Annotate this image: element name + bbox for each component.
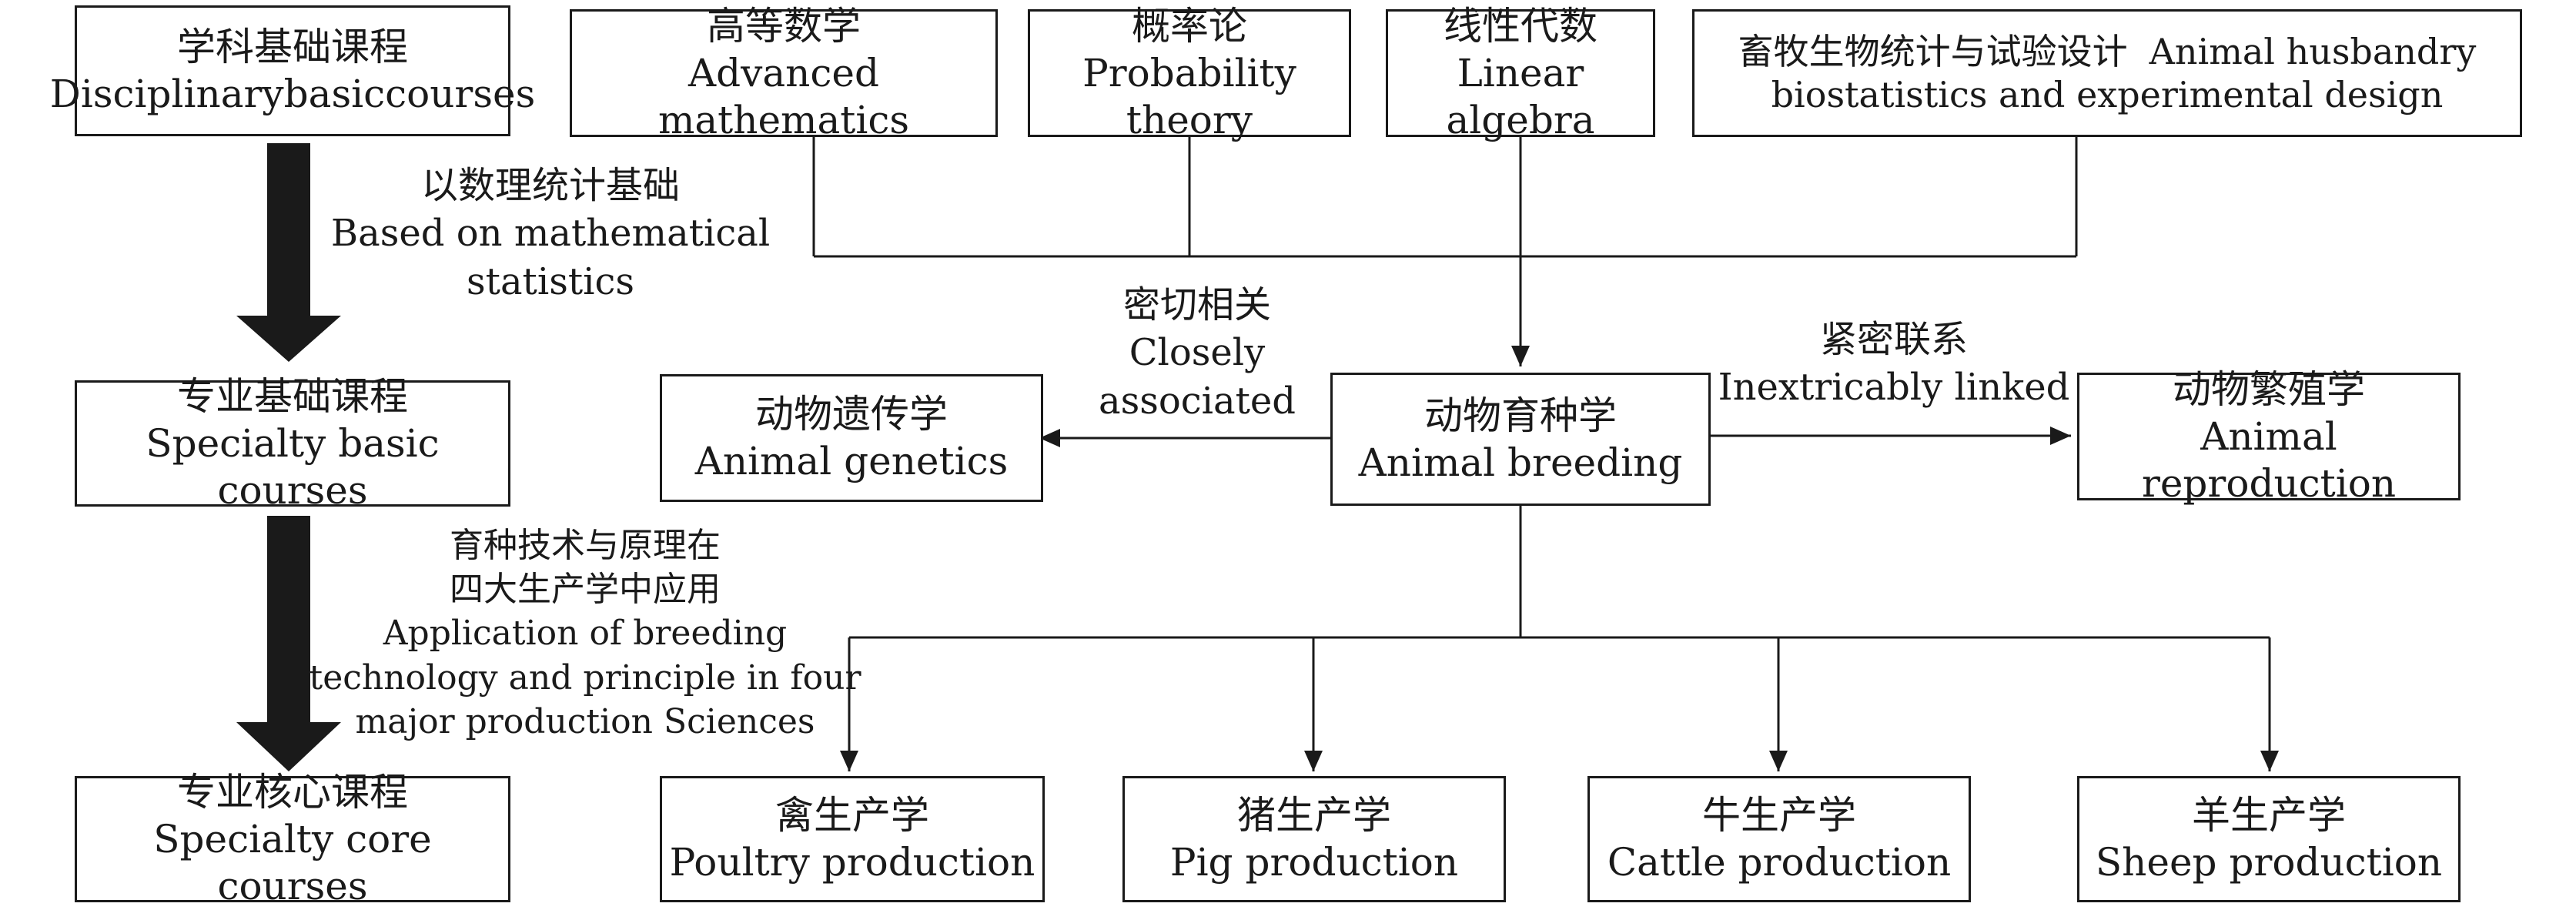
relation-en: Closely bbox=[1129, 331, 1266, 375]
level-en: Disciplinarybasiccourses bbox=[49, 72, 536, 116]
course-en: Animal husbandry bbox=[2149, 30, 2477, 72]
course-en: Cattle production bbox=[1607, 840, 1952, 885]
course-zh: 动物繁殖学 bbox=[2173, 366, 2365, 412]
course-en: Sheep production bbox=[2095, 840, 2443, 885]
course-sheep-production: 羊生产学 Sheep production bbox=[2077, 776, 2461, 902]
course-en: Advanced mathematics bbox=[657, 50, 910, 142]
level-zh: 学科基础课程 bbox=[177, 25, 408, 69]
course-zh: 动物遗传学 bbox=[755, 392, 948, 437]
course-animal-reproduction: 动物繁殖学 Animal reproduction bbox=[2077, 367, 2461, 506]
production-branch-lines bbox=[840, 506, 2279, 771]
course-zh: 线性代数 bbox=[1444, 3, 1597, 49]
course-advanced-mathematics: 高等数学 Advanced mathematics bbox=[570, 4, 998, 142]
relation-closely-associated: 密切相关 Closely associated bbox=[1070, 281, 1324, 425]
level-zh: 专业核心课程 bbox=[177, 769, 408, 815]
label-en: statistics bbox=[467, 259, 634, 303]
course-zh: 禽生产学 bbox=[775, 793, 929, 838]
course-en: Animal reproduction bbox=[2141, 413, 2397, 506]
course-title-line: 畜牧生物统计与试验设计 Animal husbandry bbox=[1738, 30, 2477, 73]
level-arrow-1-label: 以数理统计基础 Based on mathematical statistics bbox=[331, 162, 770, 306]
level-arrow-2-label: 育种技术与原理在 四大生产学中应用 Application of breedin… bbox=[309, 524, 861, 744]
course-zh: 羊生产学 bbox=[2192, 793, 2346, 838]
course-zh: 动物育种学 bbox=[1424, 393, 1617, 438]
level-specialty-basic: 专业基础课程 Specialty basic courses bbox=[75, 374, 510, 513]
level-en: Specialty core courses bbox=[153, 816, 432, 908]
label-zh: 以数理统计基础 bbox=[420, 164, 680, 207]
course-en: Pig production bbox=[1169, 840, 1459, 885]
course-poultry-production: 禽生产学 Poultry production bbox=[660, 776, 1045, 902]
course-en: Probability theory bbox=[1082, 50, 1296, 142]
course-biostatistics: 畜牧生物统计与试验设计 Animal husbandry biostatisti… bbox=[1692, 9, 2522, 137]
level-zh: 专业基础课程 bbox=[177, 373, 408, 419]
course-pig-production: 猪生产学 Pig production bbox=[1122, 776, 1506, 902]
course-zh: 概率论 bbox=[1132, 3, 1247, 49]
course-zh: 牛生产学 bbox=[1702, 793, 1856, 838]
course-cattle-production: 牛生产学 Cattle production bbox=[1587, 776, 1971, 902]
foundation-merge-lines bbox=[812, 137, 2078, 366]
relation-zh: 密切相关 bbox=[1122, 283, 1271, 326]
level-arrow-2 bbox=[236, 516, 341, 771]
level-arrow-1 bbox=[236, 143, 341, 362]
course-zh: 畜牧生物统计与试验设计 bbox=[1738, 30, 2128, 72]
label-en: technology and principle in four bbox=[309, 657, 861, 698]
course-zh: 猪生产学 bbox=[1237, 793, 1391, 838]
level-disciplinary-basic: 学科基础课程 Disciplinarybasiccourses bbox=[50, 5, 535, 136]
course-en-2: biostatistics and experimental design bbox=[1771, 74, 2444, 115]
course-linear-algebra: 线性代数 Linear algebra bbox=[1386, 4, 1655, 142]
label-en: major production Sciences bbox=[355, 701, 815, 741]
label-en: Based on mathematical bbox=[330, 212, 771, 256]
course-en: Animal genetics bbox=[694, 439, 1009, 483]
relation-en: Inextricably linked bbox=[1718, 366, 2070, 410]
course-animal-genetics: 动物遗传学 Animal genetics bbox=[660, 374, 1043, 502]
course-en: Animal breeding bbox=[1358, 440, 1683, 485]
label-zh: 育种技术与原理在 bbox=[450, 526, 721, 565]
label-en: Application of breeding bbox=[383, 614, 788, 654]
level-en: Specialty basic courses bbox=[146, 420, 440, 513]
relation-zh: 紧密联系 bbox=[1819, 318, 1968, 361]
relation-en: associated bbox=[1098, 379, 1296, 423]
course-en: Linear algebra bbox=[1446, 50, 1595, 142]
course-animal-breeding: 动物育种学 Animal breeding bbox=[1330, 373, 1711, 506]
level-specialty-core: 专业核心课程 Specialty core courses bbox=[75, 770, 510, 908]
course-zh: 高等数学 bbox=[707, 3, 861, 49]
course-en: Poultry production bbox=[669, 840, 1035, 885]
relation-inextricably-linked: 紧密联系 Inextricably linked bbox=[1709, 316, 2079, 412]
course-probability-theory: 概率论 Probability theory bbox=[1028, 4, 1351, 142]
label-zh: 四大生产学中应用 bbox=[450, 570, 721, 610]
